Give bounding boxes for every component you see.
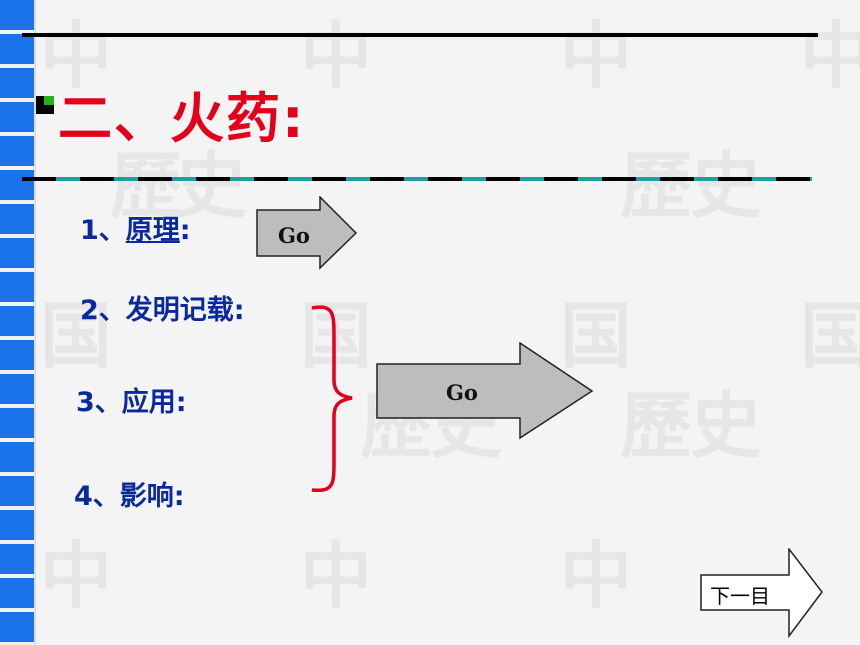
principle-link[interactable]: 原理 [125,215,180,246]
next-section-button[interactable] [700,548,824,638]
go-small-label: Go [278,223,310,248]
list-item-principle: 1、原理: [80,208,191,247]
item-number: 1、 [80,215,126,246]
arrow-right-icon [700,548,823,638]
curly-brace-icon [311,305,353,493]
item-number: 2、 [80,295,126,326]
watermark-li: 歷 [620,143,693,228]
watermark-guo: 国 [800,293,860,378]
item-colon: : [173,481,185,512]
item-text: 影响 [119,481,174,512]
watermark-li: 歷 [620,383,693,468]
arrow-right-icon [376,342,594,440]
item-text: 应用 [121,387,176,418]
square-bullet-icon [36,96,54,114]
top-divider [22,33,818,37]
arrow-right-icon [256,196,358,270]
list-item-influence: 4、影响: [74,474,185,513]
next-section-label: 下一目 [710,584,770,608]
watermark-shi: 史 [690,143,763,228]
watermark-zhong: 中 [800,13,860,98]
item-colon: : [175,387,187,418]
watermark-zhong: 中 [300,533,373,618]
go-arrow-small-button[interactable] [256,196,358,270]
item-colon: : [233,295,245,326]
item-text: 发明记载 [125,295,234,326]
slide-title: 二、火药: [58,87,306,150]
go-arrow-large-button[interactable] [376,342,594,440]
item-number: 3、 [76,387,122,418]
dashed-divider [22,177,812,181]
list-item-application: 3、应用: [76,380,187,419]
watermark-zhong: 中 [560,13,633,98]
item-colon: : [179,215,191,246]
watermark-zhong: 中 [40,533,113,618]
watermark-zhong: 中 [300,13,373,98]
list-item-invention-records: 2、发明记载: [80,288,245,327]
watermark-shi: 史 [690,383,763,468]
item-number: 4、 [74,481,120,512]
left-decorative-strip [0,0,36,645]
go-large-label: Go [446,380,478,405]
watermark-zhong: 中 [560,533,633,618]
